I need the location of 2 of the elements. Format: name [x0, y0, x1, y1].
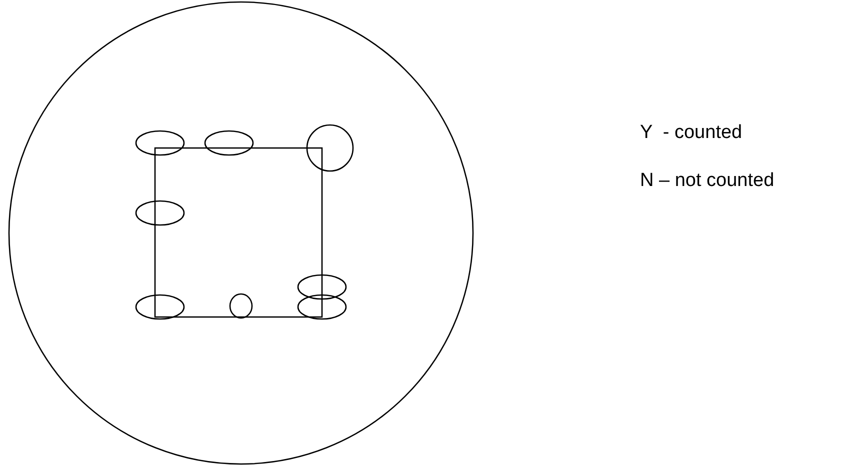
legend-note: N – not counted	[640, 170, 774, 193]
legend-note: Y - counted	[640, 122, 742, 145]
